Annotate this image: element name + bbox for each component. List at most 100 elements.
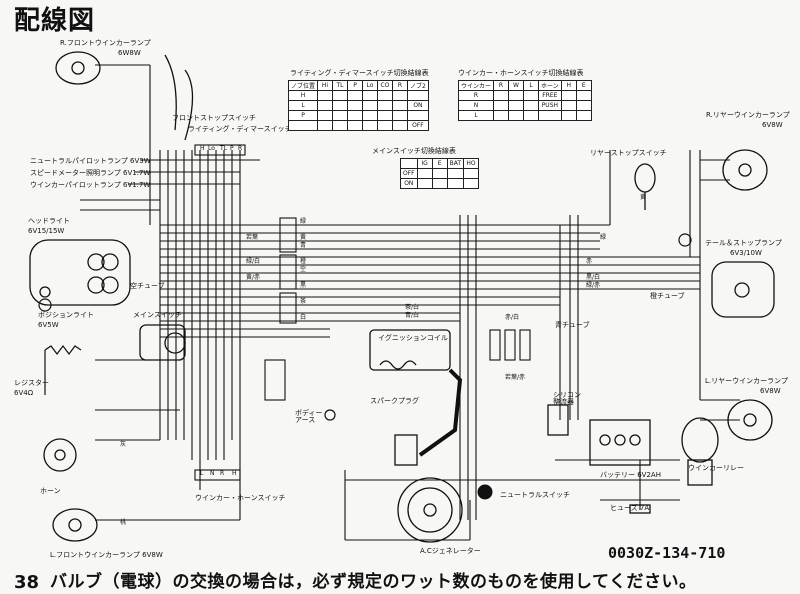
table-cell: [416, 168, 433, 179]
table-cell: [407, 110, 429, 121]
neutral-switch-label: ニュートラルスイッチ: [500, 491, 570, 499]
table-cell: [392, 90, 409, 101]
table-cell: [407, 90, 429, 101]
table-cell: [362, 110, 379, 121]
fuse-label: ヒューズ 7A: [610, 504, 650, 512]
wire-label: 橙: [300, 258, 307, 265]
table-cell: [332, 90, 349, 101]
table-cell: L: [523, 80, 540, 91]
wire-label: 黄/赤: [246, 274, 261, 281]
table-cell: L: [457, 110, 495, 121]
switch-pin: R: [238, 145, 243, 152]
wire-label: 緑: [600, 234, 607, 241]
table-cell: [287, 120, 319, 131]
table-row: OFF: [287, 120, 429, 131]
switch-pin: TL: [220, 145, 228, 152]
winker-switch-pin: R: [220, 470, 225, 477]
table-cell: ON: [400, 178, 418, 189]
ac-generator-label: A.Cジェネレーター: [420, 547, 481, 555]
l-rear-winker-watt: 6V8W: [760, 387, 781, 395]
table-cell: [431, 178, 448, 189]
table-cell: [493, 110, 510, 121]
table-cell: [463, 168, 480, 179]
switch-pin: Lo: [208, 145, 215, 152]
lighting-table-title: ライティング・ディマースイッチ切換結線表: [290, 69, 429, 77]
table-row: L: [457, 110, 592, 121]
table-cell: OFF: [407, 120, 429, 131]
table-cell: [347, 100, 364, 111]
rear-stop-switch-label: リヤーストップスイッチ: [590, 149, 667, 157]
table-cell: [538, 110, 562, 121]
l-rear-winker-label: L.リヤーウインカーランプ: [705, 377, 788, 385]
table-cell: [560, 100, 577, 111]
silicon-rectifier-label: シリコン 整流器: [553, 391, 581, 406]
spark-plug-label: スパークプラグ: [370, 397, 419, 405]
table-cell: R: [392, 80, 409, 91]
table-cell: [523, 90, 540, 101]
table-cell: ノブ位置: [287, 80, 319, 91]
table-cell: PUSH: [538, 100, 562, 111]
wire-label: 若葉/赤: [505, 374, 526, 381]
winker-pilot-label: ウインカーパイロットランプ 6V1.7W: [30, 181, 151, 189]
main-table-title: メインスイッチ切換結線表: [372, 147, 456, 155]
table-cell: [493, 100, 510, 111]
table-cell: H: [560, 80, 577, 91]
table-cell: Hi: [317, 80, 334, 91]
table-cell: N: [457, 100, 495, 111]
table-cell: [493, 90, 510, 101]
winker-table-title: ウインカー・ホーンスイッチ切換結線表: [458, 69, 584, 77]
r-front-winker-watt: 6W8W: [118, 49, 141, 57]
table-cell: HO: [463, 158, 480, 169]
wire-label: 桃: [120, 519, 127, 526]
table-row: H: [287, 90, 429, 101]
table-cell: [317, 90, 334, 101]
table-cell: E: [431, 158, 448, 169]
table-cell: ノブ2: [407, 80, 429, 91]
table-cell: [508, 110, 525, 121]
table-cell: [508, 100, 525, 111]
wire-label: 灰: [120, 441, 127, 448]
table-row: R FREE: [457, 90, 592, 101]
wire-label: 白: [300, 314, 307, 321]
table-cell: ウインカー: [457, 80, 495, 91]
wire-label: 黄: [640, 194, 647, 201]
table-cell: [377, 100, 394, 111]
table-row: P: [287, 110, 429, 121]
r-rear-winker-label: R.リヤーウインカーランプ: [706, 111, 790, 119]
wire-label: 緑: [300, 218, 307, 225]
lighting-dimmer-switch-label: ライティング・ディマースイッチ: [188, 125, 292, 133]
winker-switch-pin: N: [210, 470, 215, 477]
table-cell: R: [493, 80, 510, 91]
orange-tube-label: 橙チューブ: [650, 292, 685, 300]
table-cell: [377, 110, 394, 121]
speedometer-lamp-label: スピードメーター照明ランプ 6V1.7W: [30, 169, 151, 177]
winker-switch-pin: H: [232, 470, 237, 477]
footer-note: バルブ（電球）の交換の場合は，必ず規定のワット数のものを使用してください。: [50, 572, 697, 592]
table-cell: [416, 178, 433, 189]
winker-relay-label: ウインカーリレー: [688, 464, 744, 472]
sky-tube-label: 空チューブ: [130, 282, 165, 290]
table-cell: [362, 120, 379, 131]
table-cell: P: [347, 80, 364, 91]
r-front-winker-label: R.フロントウインカーランプ: [60, 39, 151, 47]
table-cell: [400, 158, 418, 169]
table-cell: BAT: [446, 158, 465, 169]
blue-tube-label: 青チューブ: [555, 321, 590, 329]
wire-label: 青: [300, 242, 307, 249]
table-cell: R: [457, 90, 495, 101]
table-cell: P: [287, 110, 319, 121]
neutral-pilot-label: ニュートラルパイロットランプ 6V3W: [30, 157, 151, 165]
table-cell: [377, 120, 394, 131]
table-cell: [332, 110, 349, 121]
wire-label: 赤: [586, 258, 593, 265]
table-row: ON: [400, 178, 480, 189]
table-row: OFF: [400, 168, 480, 179]
table-cell: FREE: [538, 90, 562, 101]
wire-label: 茶/白: [405, 304, 420, 311]
table-cell: [508, 90, 525, 101]
table-cell: W: [508, 80, 525, 91]
table-cell: [392, 120, 409, 131]
ignition-coil-label: イグニッションコイル: [378, 334, 448, 342]
